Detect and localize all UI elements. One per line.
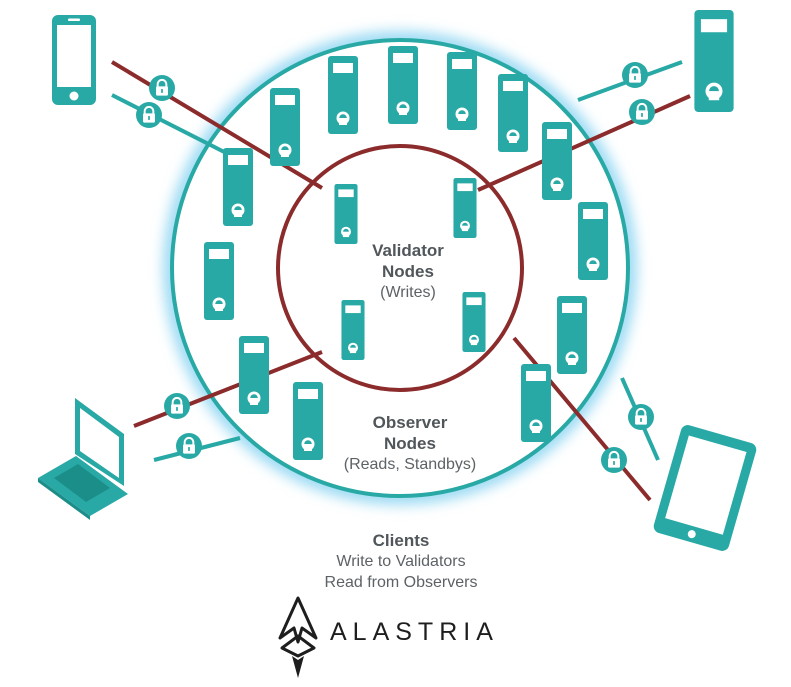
observer-server-icon <box>447 52 477 130</box>
logo-text: ALASTRIA <box>330 618 499 646</box>
clients-title: Clients <box>372 531 430 550</box>
observer-server-icon <box>204 242 234 320</box>
observer-server-icon <box>223 148 253 226</box>
phone-read-line <box>111 93 241 162</box>
lock-icon <box>136 102 162 128</box>
lock-icon <box>164 393 190 419</box>
clients-label: Clients Write to Validators Read from Ob… <box>296 530 506 593</box>
validator-server-icon <box>341 300 365 360</box>
observer-server-icon <box>498 74 528 152</box>
validator-server-icon <box>453 178 477 238</box>
observer-server-icon <box>388 46 418 124</box>
tablet-icon <box>653 425 757 551</box>
observer-label: Observer Nodes (Reads, Standbys) <box>320 412 500 475</box>
lock-icon <box>601 447 627 473</box>
clients-line1: Write to Validators <box>336 553 466 570</box>
observer-server-icon <box>557 296 587 374</box>
client-server-icon <box>694 10 734 112</box>
observer-server-icon <box>239 336 269 414</box>
lock-icon <box>149 75 175 101</box>
lock-icon <box>629 99 655 125</box>
observer-server-icon <box>521 364 551 442</box>
laptop-icon <box>38 398 128 520</box>
lock-icon <box>622 62 648 88</box>
lock-icon <box>176 433 202 459</box>
observer-server-icon <box>542 122 572 200</box>
alastria-logo: ALASTRIA <box>276 596 516 680</box>
observer-server-icon <box>328 56 358 134</box>
observer-title-line2: Nodes <box>384 434 436 453</box>
clients-line2: Read from Observers <box>324 574 478 591</box>
observer-server-icon <box>293 382 323 460</box>
observer-server-icon <box>270 88 300 166</box>
validator-subtitle: (Writes) <box>380 284 436 301</box>
logo-mark-icon <box>278 596 318 678</box>
laptop-write-line <box>133 350 323 428</box>
smartphone-icon <box>52 15 96 105</box>
validator-title-line1: Validator <box>372 241 444 260</box>
lock-icon <box>628 404 654 430</box>
validator-label: Validator Nodes (Writes) <box>330 240 486 303</box>
observer-subtitle: (Reads, Standbys) <box>343 456 477 473</box>
validator-server-icon <box>334 184 358 244</box>
observer-title-line1: Observer <box>372 413 448 432</box>
validator-title-line2: Nodes <box>382 262 434 281</box>
observer-server-icon <box>578 202 608 280</box>
phone-write-line <box>110 60 324 190</box>
